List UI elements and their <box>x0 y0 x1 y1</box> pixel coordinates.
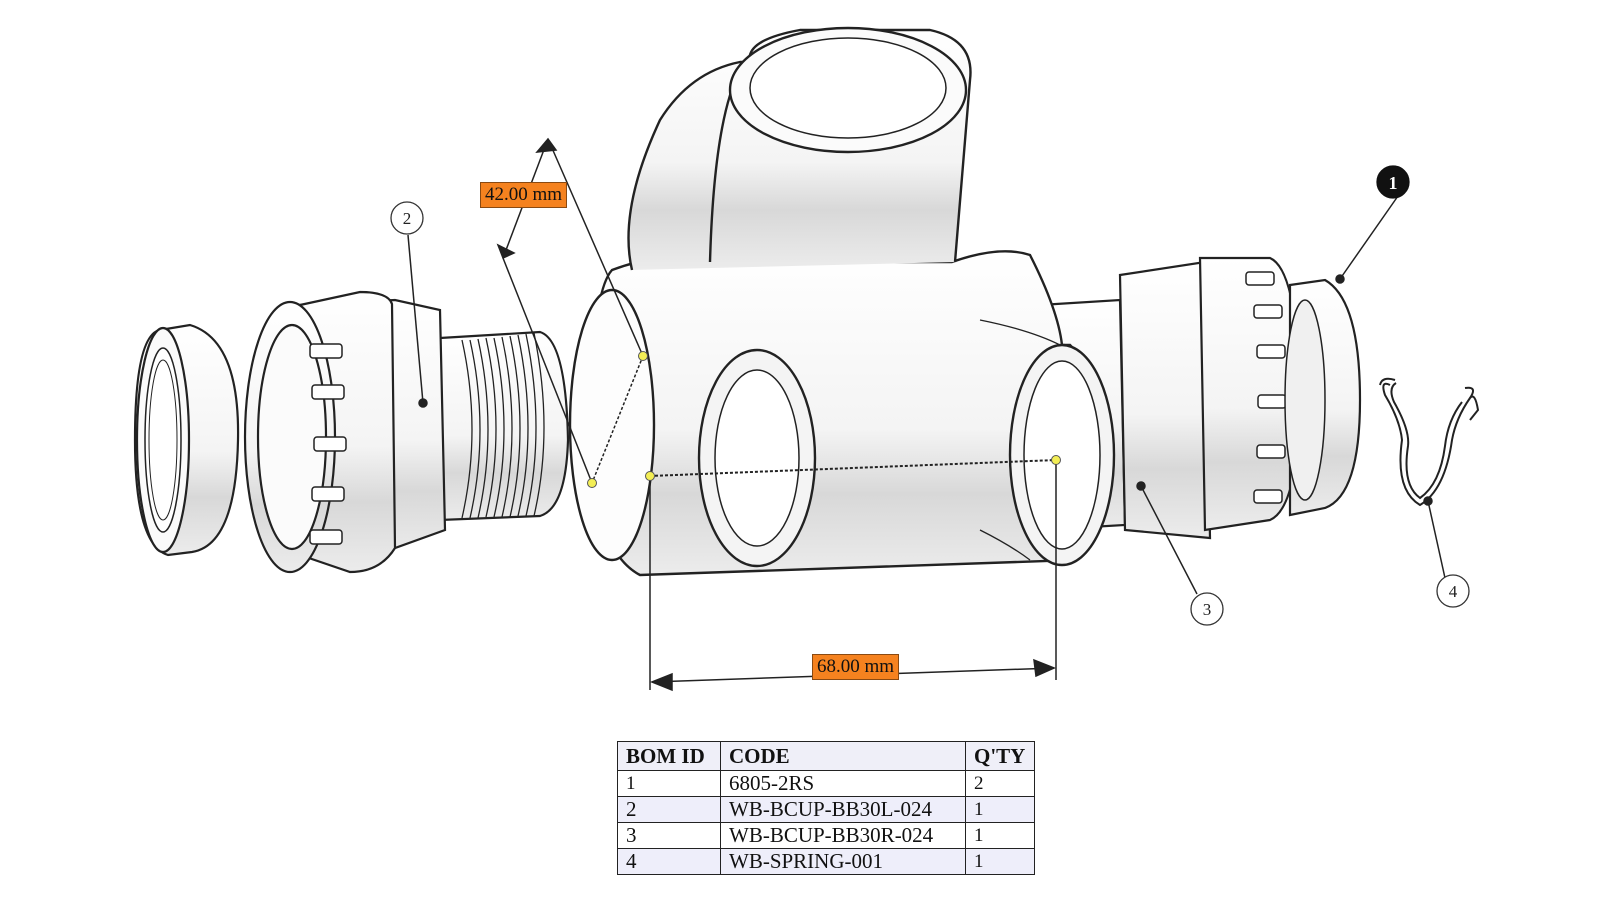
bom-cell-code: WB-BCUP-BB30L-024 <box>720 796 966 823</box>
bom-cell-id: 4 <box>617 848 721 875</box>
bom-header-qty: Q'TY <box>965 741 1035 771</box>
callout-4: 4 <box>1436 574 1470 608</box>
bom-cell-code: WB-BCUP-BB30R-024 <box>720 822 966 849</box>
handle-right[interactable] <box>1051 455 1061 465</box>
table-row: 1 6805-2RS 2 <box>617 770 1035 797</box>
callout-3: 3 <box>1190 592 1224 626</box>
callout-2-label: 2 <box>403 209 412 228</box>
spring-clip <box>1379 377 1480 507</box>
bom-cell-id: 2 <box>617 796 721 823</box>
bom-cell-qty: 1 <box>965 822 1035 849</box>
table-row: 3 WB-BCUP-BB30R-024 1 <box>617 822 1035 849</box>
bom-cell-id: 3 <box>617 822 721 849</box>
bom-cell-qty: 1 <box>965 848 1035 875</box>
handle-left[interactable] <box>645 471 655 481</box>
table-row: 2 WB-BCUP-BB30L-024 1 <box>617 796 1035 823</box>
bottom-bracket-shell <box>568 26 1116 577</box>
left-bearing-cup <box>243 290 570 574</box>
bom-cell-id: 1 <box>617 770 721 797</box>
callout-1: 1 <box>1376 165 1410 199</box>
callout-1-label: 1 <box>1389 173 1398 193</box>
callout-3-label: 3 <box>1203 600 1212 619</box>
bom-cell-qty: 1 <box>965 796 1035 823</box>
bom-header-code: CODE <box>720 741 966 771</box>
callout-2: 2 <box>390 201 424 235</box>
dimension-graphics <box>496 137 1057 692</box>
handle-top[interactable] <box>638 351 648 361</box>
bom-header-row: BOM ID CODE Q'TY <box>617 741 1035 771</box>
bom-cell-code: WB-SPRING-001 <box>720 848 966 875</box>
handle-lower[interactable] <box>587 478 597 488</box>
dimension-handles[interactable] <box>587 351 1061 488</box>
bom-header-id: BOM ID <box>617 741 721 771</box>
table-row: 4 WB-SPRING-001 1 <box>617 848 1035 875</box>
bom-table: BOM ID CODE Q'TY 1 6805-2RS 2 2 WB-BCUP-… <box>617 741 1035 875</box>
dimension-width-label[interactable]: 68.00 mm <box>812 654 900 680</box>
callout-leaders <box>407 195 1446 595</box>
bom-cell-code: 6805-2RS <box>720 770 966 797</box>
left-bearing <box>133 323 240 557</box>
dimension-height-label[interactable]: 42.00 mm <box>480 182 568 208</box>
bom-cell-qty: 2 <box>965 770 1035 797</box>
callout-4-label: 4 <box>1449 582 1458 601</box>
